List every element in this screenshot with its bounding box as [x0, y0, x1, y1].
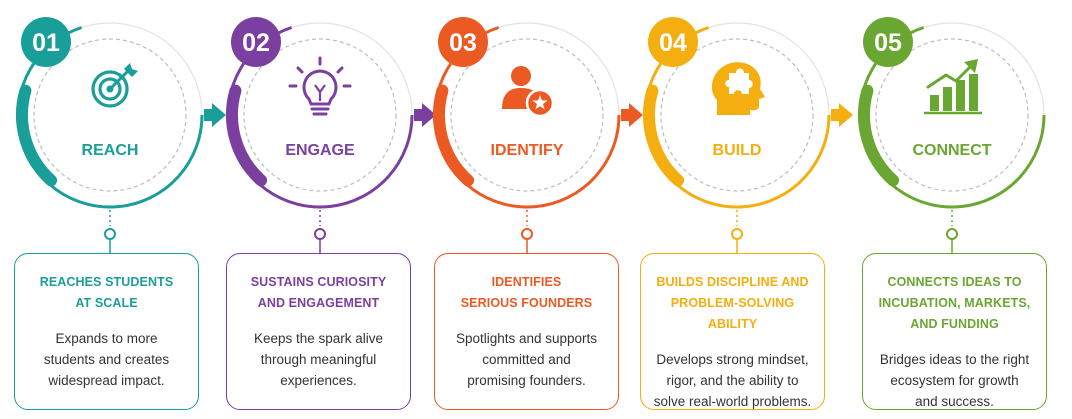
- card-title: SUSTAINS CURIOSITY AND ENGAGEMENT: [250, 275, 387, 310]
- progress-ring: [226, 26, 414, 209]
- progress-ring: [643, 26, 831, 209]
- connector-node: [946, 228, 958, 240]
- dashed-inner-ring: [875, 38, 1029, 192]
- progress-ring: [433, 26, 621, 209]
- person-star-icon: [502, 66, 555, 118]
- card-title: BUILDS DISCIPLINE AND PROBLEM-SOLVING AB…: [656, 275, 809, 331]
- ring-accent: [433, 84, 475, 187]
- step-number: 05: [874, 29, 902, 57]
- connector-node: [314, 228, 326, 240]
- arrow-right-icon: [621, 103, 643, 127]
- step-number: 04: [659, 29, 687, 57]
- step-number: 01: [32, 29, 60, 57]
- stage-label: REACH: [82, 142, 139, 159]
- arrow-right-icon: [831, 103, 853, 127]
- target-icon: [91, 63, 138, 108]
- description-card-1: REACHES STUDENTS AT SCALE Expands to more…: [14, 253, 199, 410]
- step-number-badge: [648, 17, 698, 67]
- dashed-inner-ring: [450, 38, 604, 192]
- description-card-5: CONNECTS IDEAS TO INCUBATION, MARKETS, A…: [862, 253, 1047, 410]
- dashed-inner-ring: [660, 38, 814, 192]
- ring-accent: [226, 84, 268, 187]
- card-description: Keeps the spark alive through meaningful…: [253, 331, 384, 388]
- connector-node: [521, 228, 533, 240]
- growth-chart-icon: [924, 59, 982, 115]
- stage-label: BUILD: [713, 142, 762, 159]
- step-number: 02: [242, 29, 270, 57]
- arrow-right-icon: [414, 103, 436, 127]
- stage-label: CONNECT: [912, 142, 991, 159]
- card-description: Expands to more students and creates wid…: [43, 331, 170, 388]
- connector-node: [731, 228, 743, 240]
- progress-ring: [858, 26, 1046, 209]
- description-card-4: BUILDS DISCIPLINE AND PROBLEM-SOLVING AB…: [640, 253, 825, 410]
- card-title: IDENTIFIES SERIOUS FOUNDERS: [460, 275, 593, 310]
- ring-accent: [643, 84, 685, 187]
- step-number-badge: [231, 17, 281, 67]
- arrow-right-icon: [204, 103, 226, 127]
- dashed-inner-ring: [243, 38, 397, 192]
- card-description: Spotlights and supports committed and pr…: [455, 331, 598, 388]
- step-number-badge: [438, 17, 488, 67]
- description-card-2: SUSTAINS CURIOSITY AND ENGAGEMENT Keeps t…: [226, 253, 411, 410]
- lightbulb-icon: [288, 56, 352, 116]
- ring-accent: [16, 84, 58, 187]
- progress-ring: [16, 26, 204, 209]
- ring-accent: [858, 84, 900, 187]
- head-puzzle-icon: [711, 62, 765, 115]
- card-description: Bridges ideas to the right ecosystem for…: [879, 352, 1030, 409]
- step-number-badge: [21, 17, 71, 67]
- card-title: REACHES STUDENTS AT SCALE: [39, 275, 174, 310]
- stage-label: IDENTIFY: [491, 142, 564, 159]
- step-number: 03: [449, 29, 477, 57]
- card-description: Develops strong mindset, rigor, and the …: [653, 352, 812, 409]
- stage-label: ENGAGE: [285, 142, 355, 159]
- description-card-3: IDENTIFIES SERIOUS FOUNDERS Spotlights an…: [434, 253, 619, 410]
- dashed-inner-ring: [33, 38, 187, 192]
- connector-node: [104, 228, 116, 240]
- step-number-badge: [863, 17, 913, 67]
- card-title: CONNECTS IDEAS TO INCUBATION, MARKETS, A…: [878, 275, 1031, 331]
